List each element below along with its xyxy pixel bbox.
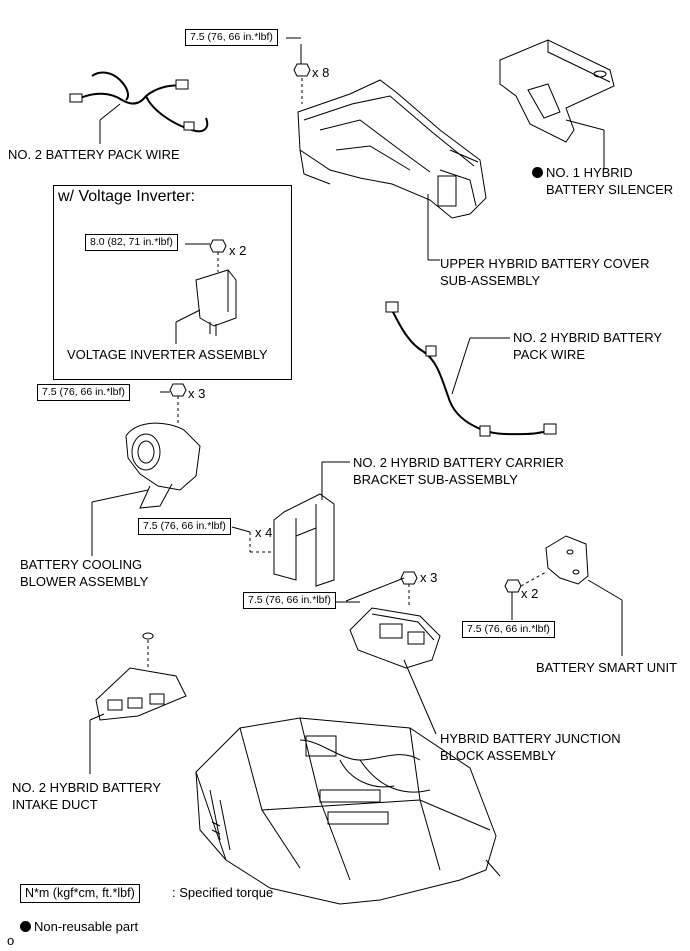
silencer-drawing (499, 39, 615, 170)
silencer-line2: BATTERY SILENCER (546, 182, 674, 197)
torque-box-blower: 7.5 (76, 66 in.*lbf) (37, 384, 130, 401)
torque-box-cover: 7.5 (76, 66 in.*lbf) (185, 29, 278, 46)
legend-torque-desc: : Specified torque (172, 885, 274, 900)
qty-bracket: x 4 (255, 525, 273, 540)
hybrid-pack-wire-line2: PACK WIRE (513, 347, 585, 362)
qty-smart-unit: x 2 (521, 586, 539, 601)
smart-unit-drawing (504, 535, 623, 656)
torque-box-junction: 7.5 (76, 66 in.*lbf) (243, 592, 336, 609)
junction-line2: BLOCK ASSEMBLY (440, 748, 557, 763)
label-hybrid-pack-wire: NO. 2 HYBRID BATTERY PACK WIRE (513, 329, 662, 363)
junction-line1: HYBRID BATTERY JUNCTION (440, 731, 621, 746)
battery-assembly-drawing (195, 717, 501, 905)
label-carrier-bracket: NO. 2 HYBRID BATTERY CARRIER BRACKET SUB… (353, 454, 564, 488)
bracket-line1: NO. 2 HYBRID BATTERY CARRIER (353, 455, 564, 470)
corner-mark: o (7, 933, 15, 948)
label-silencer: NO. 1 HYBRID BATTERY SILENCER (532, 164, 673, 198)
label-intake-duct: NO. 2 HYBRID BATTERY INTAKE DUCT (12, 779, 161, 813)
torque-box-smart-unit: 7.5 (76, 66 in.*lbf) (462, 621, 555, 638)
voltage-inverter-drawing (175, 239, 237, 344)
voltage-inverter-inset (53, 185, 292, 380)
intake-line1: NO. 2 HYBRID BATTERY (12, 780, 162, 795)
cover-line2: SUB-ASSEMBLY (440, 273, 541, 288)
inset-title: w/ Voltage Inverter: (58, 188, 195, 205)
qty-blower: x 3 (188, 386, 206, 401)
intake-duct-drawing (89, 632, 187, 774)
qty-cover: x 8 (312, 65, 330, 80)
blower-line2: BLOWER ASSEMBLY (20, 574, 149, 589)
cover-line1: UPPER HYBRID BATTERY COVER (440, 256, 650, 271)
hybrid-pack-wire-drawing (385, 301, 557, 437)
carrier-bracket-drawing (249, 461, 350, 587)
blower-line1: BATTERY COOLING (20, 557, 143, 572)
qty-junction: x 3 (420, 570, 438, 585)
battery-pack-wire-drawing (69, 71, 209, 144)
torque-box-inverter: 8.0 (82, 71 in.*lbf) (85, 234, 178, 251)
legend-nonreusable-text: Non-reusable part (34, 919, 139, 934)
blower-drawing (91, 383, 201, 556)
label-junction-block: HYBRID BATTERY JUNCTION BLOCK ASSEMBLY (440, 730, 621, 764)
upper-cover-drawing (297, 72, 487, 261)
cover-nut-drawing (293, 44, 311, 77)
silencer-line1: NO. 1 HYBRID (546, 165, 633, 180)
label-blower: BATTERY COOLING BLOWER ASSEMBLY (20, 556, 148, 590)
torque-box-bracket: 7.5 (76, 66 in.*lbf) (138, 518, 231, 535)
legend-torque-box: N*m (kgf*cm, ft.*lbf) (20, 884, 140, 903)
junction-block-drawing (336, 571, 441, 735)
hybrid-pack-wire-line1: NO. 2 HYBRID BATTERY (513, 330, 663, 345)
legend-nonreusable: Non-reusable part (20, 918, 138, 935)
nonreusable-mark-icon (532, 167, 543, 178)
label-smart-unit: BATTERY SMART UNIT (536, 660, 678, 675)
nonreusable-dot-icon (20, 921, 31, 932)
bracket-line2: BRACKET SUB-ASSEMBLY (353, 472, 518, 487)
label-upper-cover: UPPER HYBRID BATTERY COVER SUB-ASSEMBLY (440, 255, 650, 289)
label-voltage-inverter: VOLTAGE INVERTER ASSEMBLY (67, 347, 268, 362)
qty-inverter: x 2 (229, 243, 247, 258)
intake-line2: INTAKE DUCT (12, 797, 98, 812)
label-battery-pack-wire: NO. 2 BATTERY PACK WIRE (8, 147, 180, 162)
